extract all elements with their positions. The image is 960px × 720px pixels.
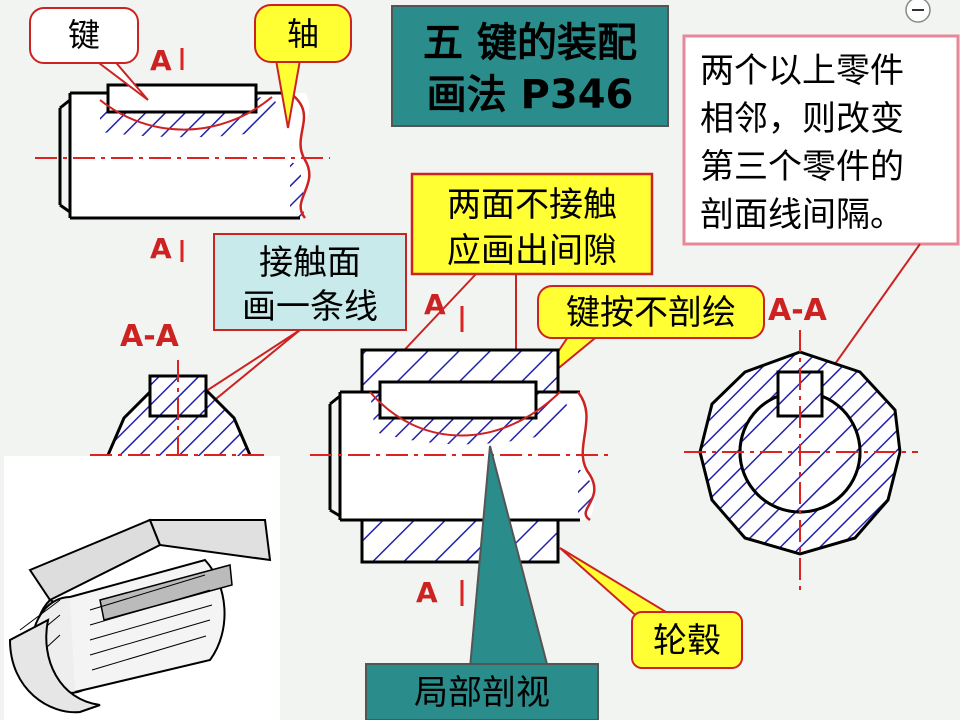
callout-shaft-text: 轴 bbox=[287, 15, 319, 53]
hub-text: 轮毂 bbox=[653, 621, 721, 661]
key-no-section-text: 键按不剖绘 bbox=[566, 293, 736, 333]
callout-shaft: 轴 bbox=[254, 4, 352, 129]
callout-key: 键 bbox=[29, 7, 149, 101]
contact-line-1: 接触面 bbox=[259, 243, 361, 283]
assembly-key bbox=[378, 380, 538, 420]
title-box: 五 键的装配 画法 P346 bbox=[391, 5, 669, 127]
no-contact-line-2: 应画出间隙 bbox=[447, 231, 617, 271]
third-part-line-4: 剖面线间隔。 bbox=[700, 195, 904, 235]
third-part-line-3: 第三个零件的 bbox=[700, 147, 904, 187]
cut-mark-assembly-upper: A bbox=[424, 288, 446, 321]
callout-no-contact: 两面不接触 应画出间隙 bbox=[377, 172, 654, 379]
third-part-line-2: 相邻，则改变 bbox=[700, 99, 904, 139]
right-section-view: A-A bbox=[684, 293, 918, 590]
right-section-label: A-A bbox=[768, 293, 828, 328]
shaft-key-view: A A bbox=[35, 44, 330, 265]
cut-mark-top-upper: A bbox=[150, 44, 172, 77]
assembly-view: A A bbox=[310, 288, 612, 609]
key-top-view bbox=[106, 83, 258, 114]
callout-key-text: 键 bbox=[68, 16, 100, 54]
partial-section-text: 局部剖视 bbox=[414, 673, 550, 713]
callout-hub: 轮毂 bbox=[559, 547, 743, 669]
hub-lower-section bbox=[360, 518, 560, 564]
cut-mark-top-lower: A bbox=[150, 232, 172, 265]
third-part-line-1: 两个以上零件 bbox=[700, 51, 904, 91]
callout-key-no-section: 键按不剖绘 bbox=[531, 285, 765, 391]
pictorial-illustration bbox=[4, 456, 280, 720]
title-line-1: 五 键的装配 bbox=[423, 20, 637, 66]
callout-third-part: 两个以上零件 相邻，则改变 第三个零件的 剖面线间隔。 bbox=[682, 34, 960, 389]
title-line-2: 画法 P346 bbox=[427, 72, 634, 118]
page-marker-icon bbox=[905, 0, 931, 23]
no-contact-line-1: 两面不接触 bbox=[447, 185, 617, 225]
contact-line-2: 画一条线 bbox=[242, 287, 378, 327]
shaft-break-hatch bbox=[578, 468, 595, 520]
left-section-label: A-A bbox=[120, 319, 180, 354]
cut-mark-assembly-lower: A bbox=[416, 576, 438, 609]
callout-partial-section: 局部剖视 bbox=[365, 445, 599, 720]
